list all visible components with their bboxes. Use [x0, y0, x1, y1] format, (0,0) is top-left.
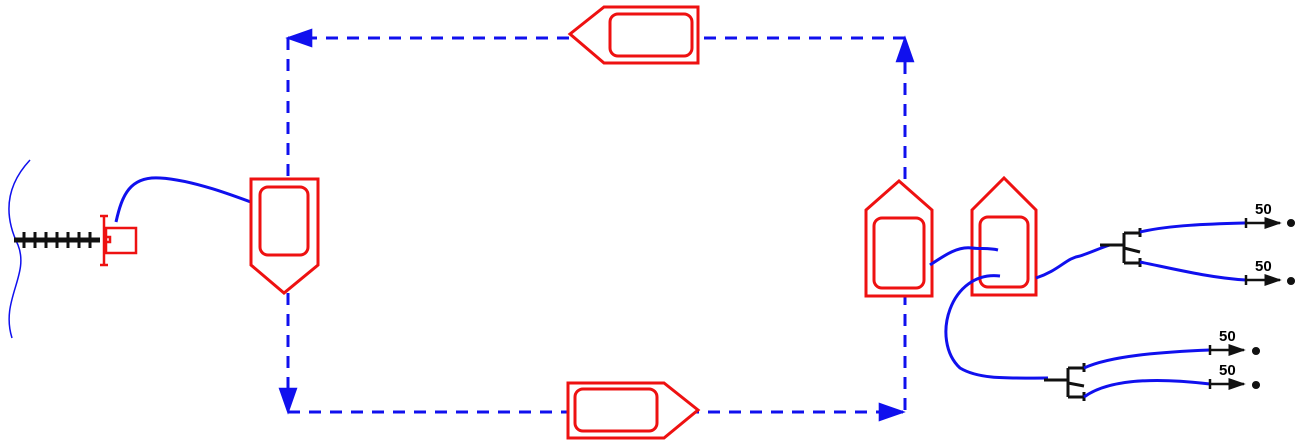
branch-nozzle-icon: [1208, 343, 1261, 357]
branch-nozzle-icon: [1208, 377, 1261, 391]
branch-hose: [1083, 348, 1211, 370]
nozzle-label: 50: [1255, 201, 1272, 218]
nozzle-label: 50: [1219, 362, 1236, 379]
nozzle-label: 50: [1219, 328, 1236, 345]
shuttle-route: [278, 28, 915, 422]
tanker-filling-icon: [249, 177, 320, 295]
branch-nozzle-icon: [1244, 216, 1296, 230]
water-source-edge: [8, 159, 31, 339]
branch-nozzle-icon: [1244, 273, 1296, 287]
tanker-discharging-icon: [864, 179, 934, 298]
branch-hose: [1139, 221, 1247, 234]
branch-hose: [1083, 378, 1211, 399]
dividing-breeching-icon: [1044, 363, 1086, 401]
branch-hose: [1139, 260, 1247, 282]
attack-hose-upper: [1035, 243, 1111, 280]
tanker-bottom-icon: [566, 381, 701, 440]
nozzle-label: 50: [1255, 258, 1272, 275]
suction-hose-icon: [14, 232, 100, 248]
supply-hose: [114, 176, 273, 223]
attack-hose-lower: [944, 274, 1049, 380]
transfer-hose: [929, 246, 999, 267]
portable-pump-icon: [100, 214, 138, 267]
tanker-top-icon: [567, 5, 700, 65]
